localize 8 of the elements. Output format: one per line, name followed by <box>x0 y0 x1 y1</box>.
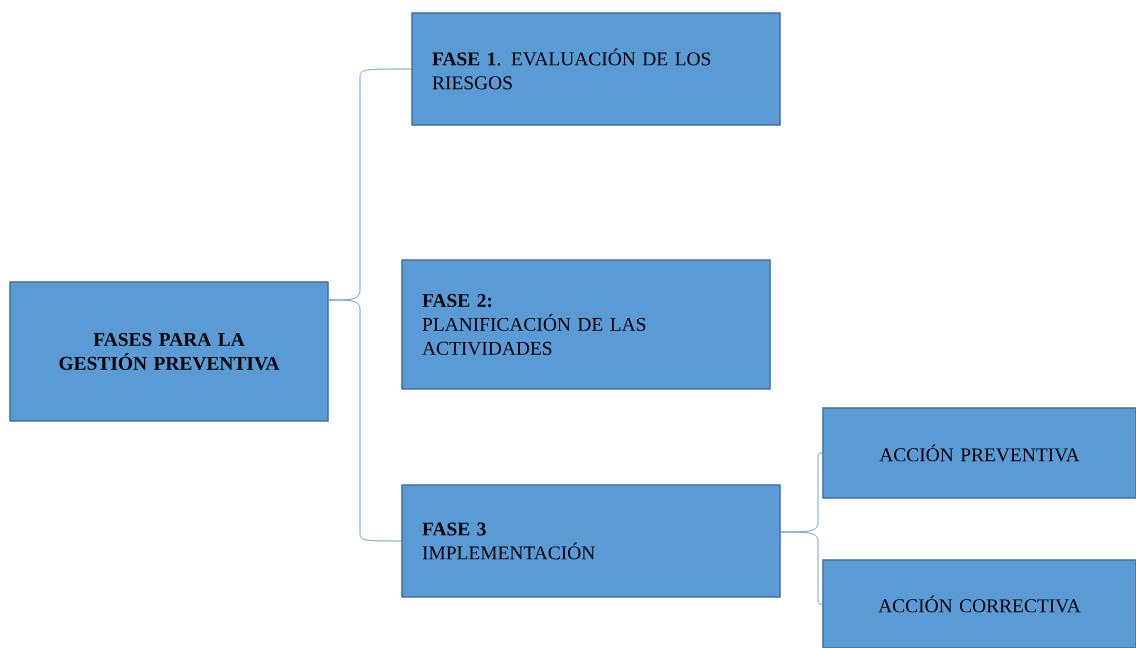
action-box: ACCIÓN CORRECTIVA <box>822 559 1136 648</box>
phase-box: FASE 2: PLANIFICACIÓN DE LAS ACTIVIDADES <box>401 259 771 390</box>
action-box: ACCIÓN PREVENTIVA <box>822 407 1136 499</box>
phase-box: FASE 1. EVALUACIÓN DE LOS RIESGOS <box>411 12 781 126</box>
title-box: FASES PARA LA GESTIÓN PREVENTIVA <box>9 281 329 422</box>
connector-line <box>780 531 823 605</box>
phase-box: FASE 3 IMPLEMENTACIÓN <box>401 484 781 598</box>
connector-line <box>328 299 402 542</box>
